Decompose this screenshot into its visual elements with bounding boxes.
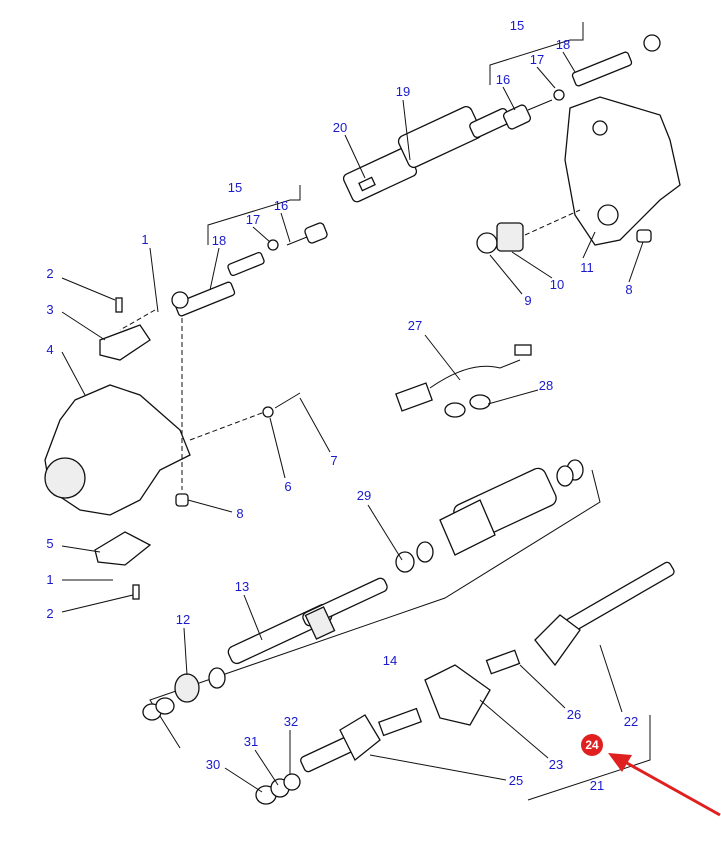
callout: 14 xyxy=(383,653,397,668)
callout: 3 xyxy=(46,302,53,317)
callout: 29 xyxy=(357,488,371,503)
callout: 2 xyxy=(46,606,53,621)
callout: 12 xyxy=(176,612,190,627)
callout: 9 xyxy=(524,293,531,308)
steering-knuckle-left xyxy=(44,222,328,600)
callout: 16 xyxy=(496,72,510,87)
callout: 22 xyxy=(624,714,638,729)
callout: 7 xyxy=(330,453,337,468)
steering-knuckle-right xyxy=(476,96,681,254)
callout: 1 xyxy=(141,232,148,247)
highlight-arrow xyxy=(608,753,721,817)
callout: 8 xyxy=(625,282,632,297)
callout: 25 xyxy=(509,773,523,788)
tie-rod-upper xyxy=(342,34,661,203)
callout-24-highlighted[interactable]: 24 xyxy=(585,738,599,752)
highlight-badge[interactable] xyxy=(581,734,603,756)
callout: 18 xyxy=(212,233,226,248)
sensor-and-clamp xyxy=(395,344,532,418)
callout: 13 xyxy=(235,579,249,594)
callout: 23 xyxy=(549,757,563,772)
callout: 6 xyxy=(284,479,291,494)
callout-labels: 15 18 17 16 19 20 11 8 10 9 1 15 17 16 1… xyxy=(46,18,638,793)
callout: 30 xyxy=(206,757,220,772)
callout: 19 xyxy=(396,84,410,99)
callout: 11 xyxy=(580,260,594,275)
callout: 15 xyxy=(228,180,242,195)
callout: 17 xyxy=(246,212,260,227)
callout: 5 xyxy=(46,536,53,551)
callout: 2 xyxy=(46,266,53,281)
callout: 4 xyxy=(46,342,53,357)
callout: 20 xyxy=(333,120,347,135)
callout: 21 xyxy=(590,778,604,793)
callout: 28 xyxy=(539,378,553,393)
callout: 17 xyxy=(530,52,544,67)
callout: 15 xyxy=(510,18,524,33)
callout: 16 xyxy=(274,198,288,213)
callout: 27 xyxy=(408,318,422,333)
callout: 31 xyxy=(244,734,258,749)
callout: 8 xyxy=(236,506,243,521)
callout: 32 xyxy=(284,714,298,729)
callout: 26 xyxy=(567,707,581,722)
callout: 1 xyxy=(46,572,53,587)
callout: 10 xyxy=(550,277,564,292)
leader-lines xyxy=(61,51,644,793)
callout: 18 xyxy=(556,37,570,52)
axle-housing-and-shafts xyxy=(142,459,675,805)
